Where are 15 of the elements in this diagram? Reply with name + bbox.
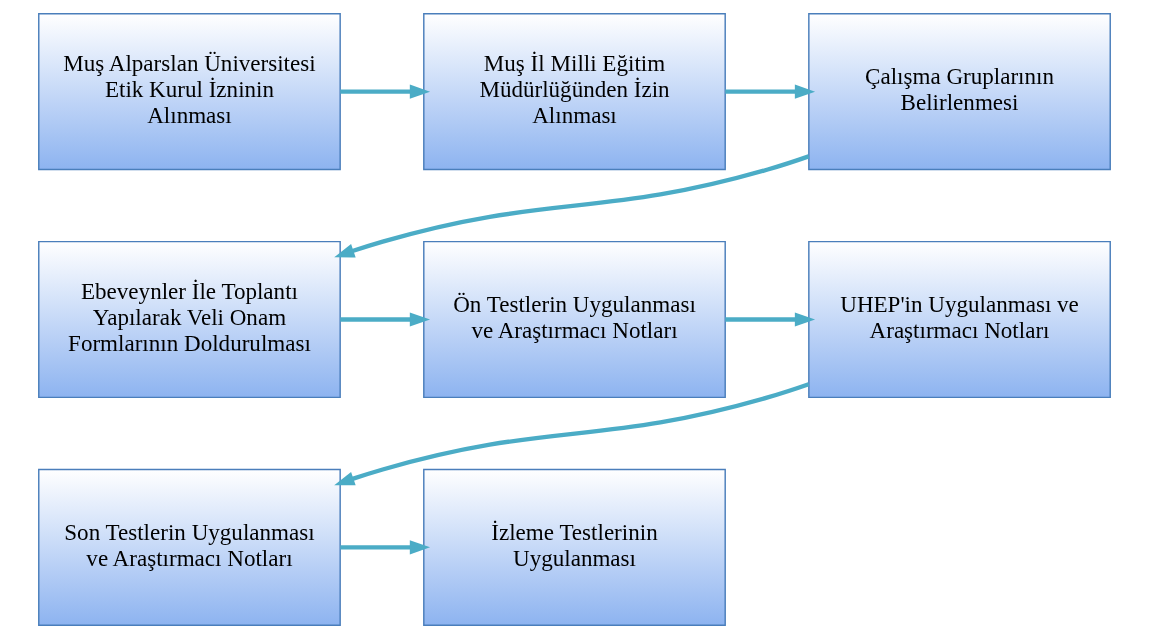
node-box: Son Testlerin Uygulanması ve Araştırmacı Notları <box>38 468 341 626</box>
arrow <box>725 84 816 99</box>
arrow <box>340 540 431 555</box>
arrow <box>334 382 810 486</box>
node-box: Muş İl Milli Eğitim Müdürlüğünden İzin Alınması <box>423 13 726 171</box>
node-box: Ön Testlerin Uygulanması ve Araştırmacı Notları <box>423 240 726 399</box>
node-box: UHEP'in Uygulanması ve Araştırmacı Notları <box>808 240 1111 399</box>
arrow <box>340 312 431 327</box>
node-box: Çalışma Gruplarının Belirlenmesi <box>808 13 1111 171</box>
arrow <box>340 84 431 99</box>
node-box: Ebeveynler İle Toplantı Yapılarak Veli Onam Formlarının Doldurulması <box>38 240 341 399</box>
arrow <box>725 312 816 327</box>
arrow <box>334 154 810 258</box>
node-box: Muş Alparslan Üniversitesi Etik Kurul İzninin Alınması <box>38 13 341 171</box>
node-box: İzleme Testlerinin Uygulanması <box>423 468 726 626</box>
